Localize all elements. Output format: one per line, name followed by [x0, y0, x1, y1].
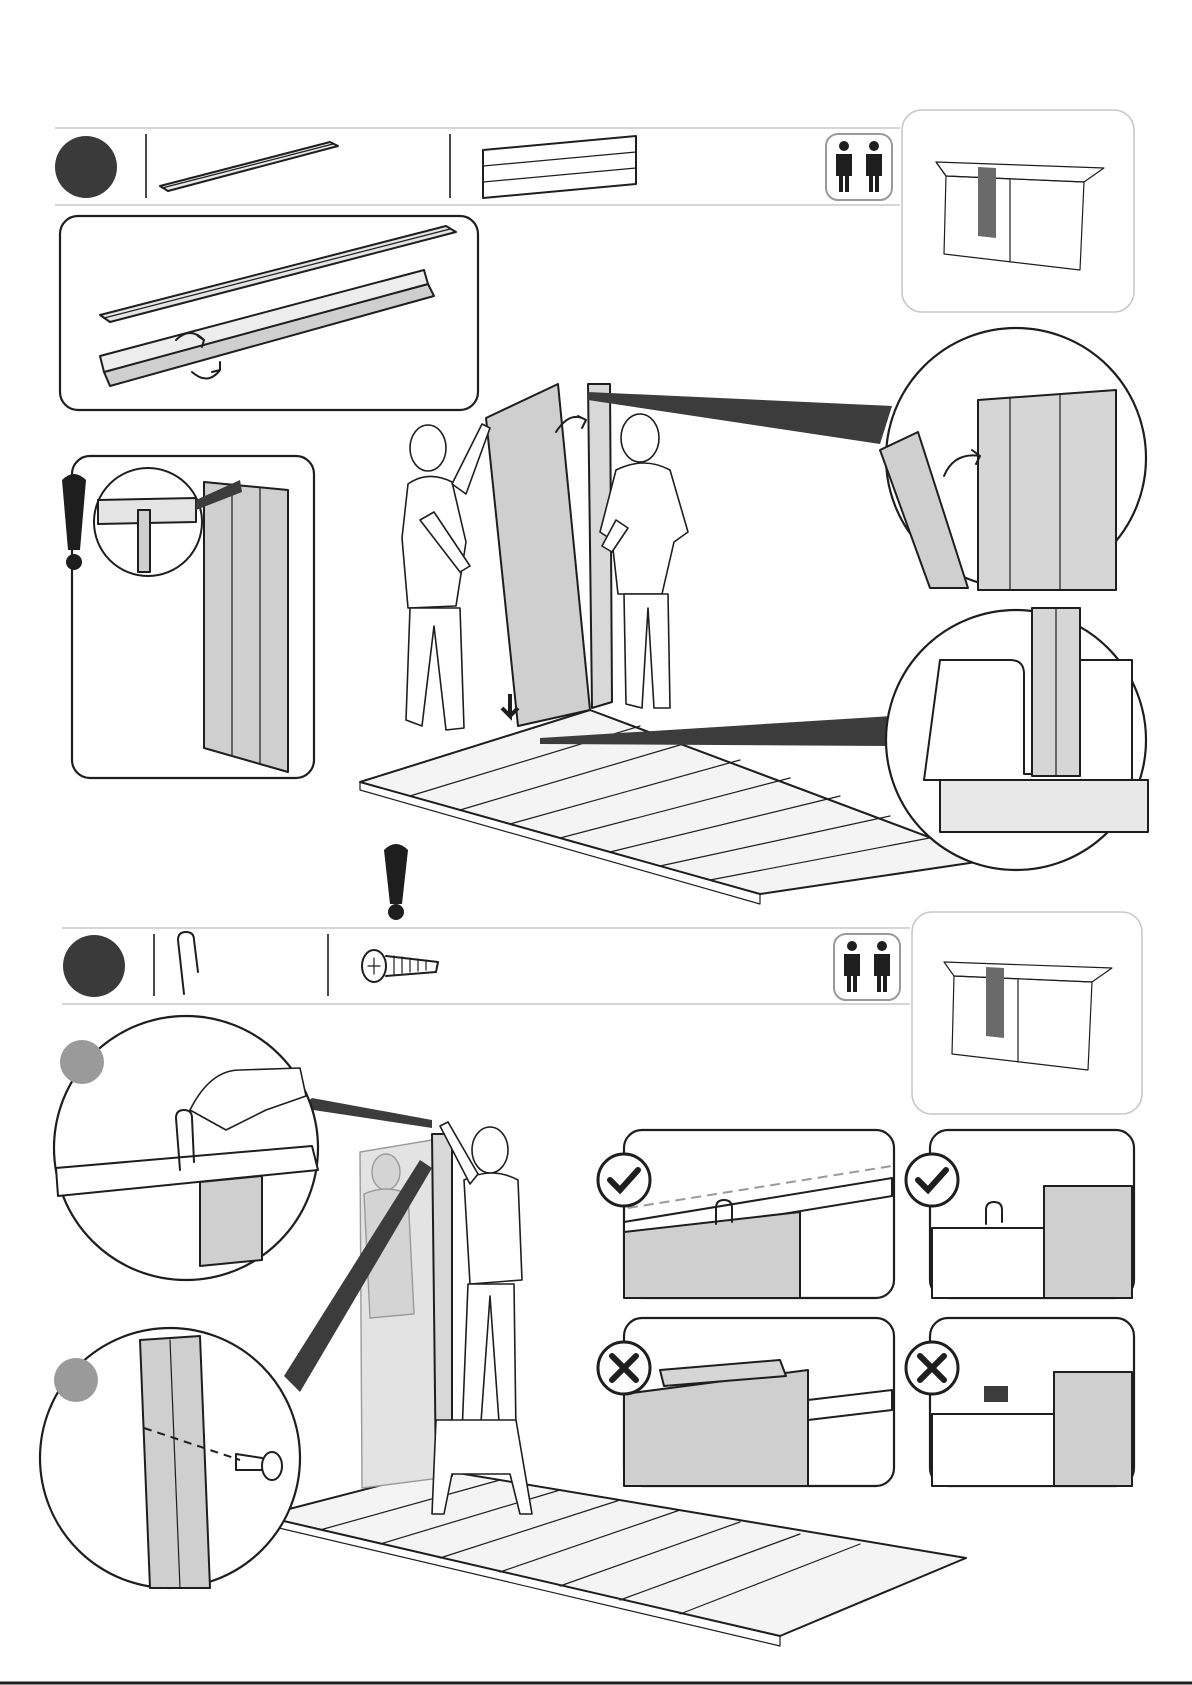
- step-a-badge: [55, 136, 117, 198]
- wall-panel-being-installed: [486, 384, 612, 726]
- edge-strip-part-icon: [160, 142, 338, 191]
- panel-joint-rotate-callout: [60, 216, 478, 410]
- screw-part-icon: [362, 950, 438, 982]
- shed-floor-b: [262, 1470, 966, 1646]
- check-icon: [598, 1154, 650, 1206]
- cross-icon: [598, 1342, 650, 1394]
- clip-part-icon: [178, 932, 198, 994]
- two-person-icon-b: [834, 934, 900, 1000]
- shed-overview-thumbnail-b: [912, 912, 1142, 1114]
- wall-panel-part-icon: [483, 136, 636, 198]
- check-icon-2: [906, 1154, 958, 1206]
- sub-step-2-badge: [54, 1358, 98, 1402]
- incorrect-detail-2: [906, 1318, 1134, 1486]
- step-b-badge: [63, 935, 125, 997]
- step-a-header: [55, 128, 900, 205]
- two-person-icon: [826, 134, 892, 200]
- sub-step-1-badge: [60, 1040, 104, 1084]
- incorrect-detail-1: [598, 1318, 894, 1486]
- correct-detail-1: [598, 1130, 894, 1298]
- person-holding-post: [600, 414, 688, 708]
- step-b-header: [62, 928, 910, 1004]
- panel-profile-caution-callout: [62, 456, 314, 778]
- cross-icon-2: [906, 1342, 958, 1394]
- correct-detail-2: [906, 1130, 1134, 1298]
- shed-overview-thumbnail-a: [902, 110, 1134, 312]
- caution-exclamation-icon: [384, 844, 408, 920]
- person-holding-panel: [402, 424, 490, 730]
